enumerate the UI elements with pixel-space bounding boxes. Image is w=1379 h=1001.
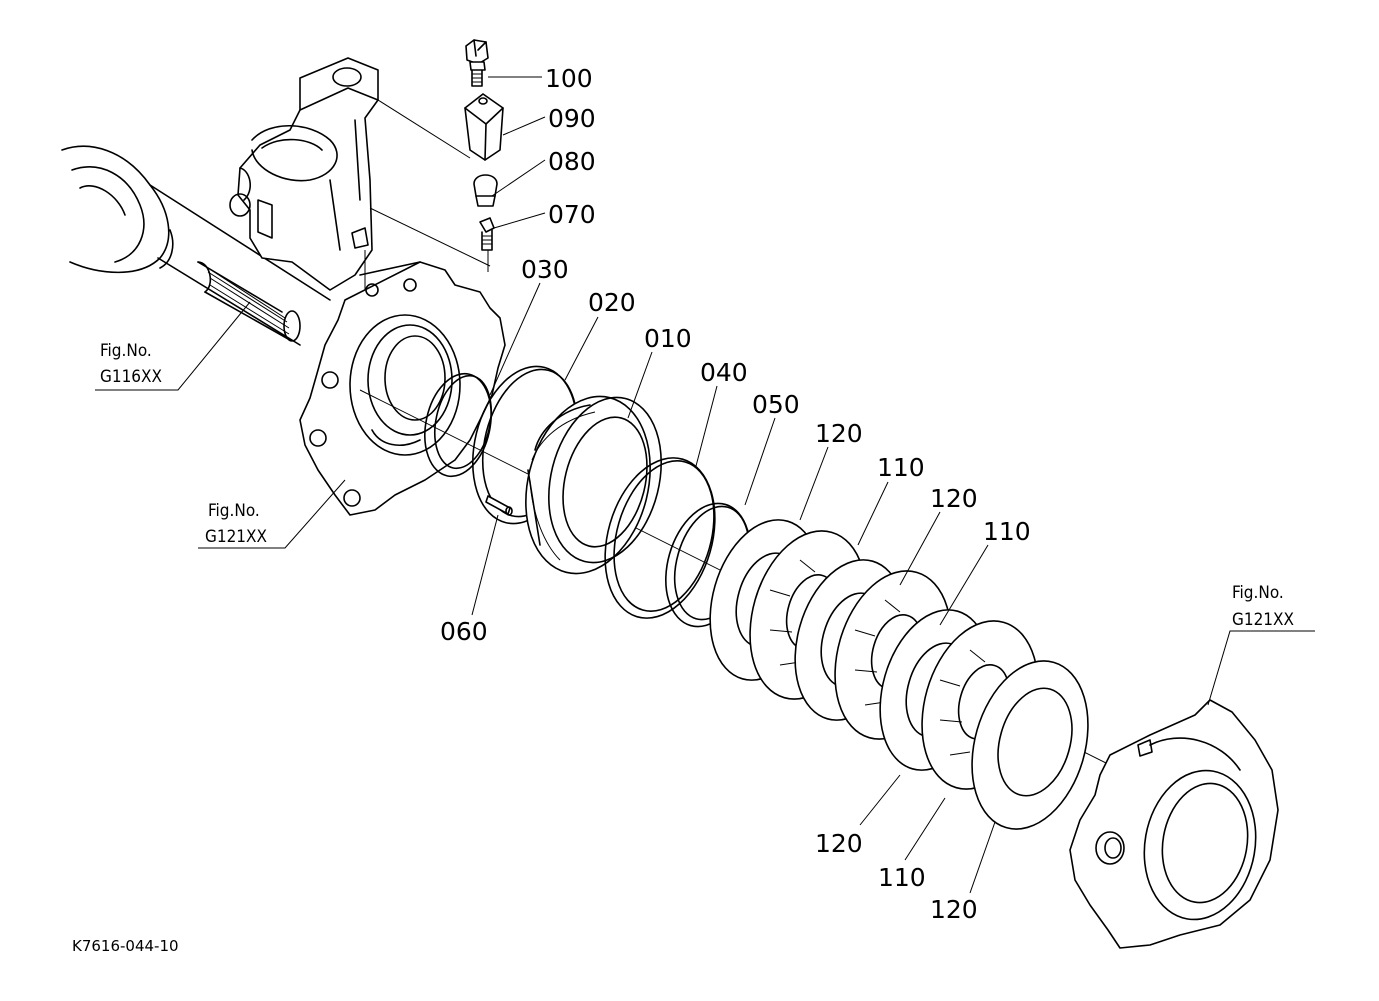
callout-030: 030 <box>521 255 569 284</box>
callout-120: 120 <box>815 419 863 448</box>
callout-040: 040 <box>700 358 748 387</box>
leader-lines <box>95 76 1315 894</box>
seal-ring-040 <box>604 457 716 619</box>
callout-050: 050 <box>752 390 800 419</box>
o-ring-030 <box>424 372 492 478</box>
callout-120: 120 <box>930 484 978 513</box>
piston-010 <box>525 395 662 575</box>
cap-090 <box>464 93 504 161</box>
pin-060 <box>485 495 513 516</box>
callout-110: 110 <box>983 517 1031 546</box>
fig-ref-left-line2: G116XX <box>100 367 162 387</box>
callout-020: 020 <box>588 288 636 317</box>
fig-ref-center-line2: G121XX <box>205 527 267 547</box>
callout-120: 120 <box>815 829 863 858</box>
callout-120: 120 <box>930 895 978 924</box>
axle-shaft <box>61 145 331 346</box>
fig-ref-center-line1: Fig.No. <box>208 501 260 521</box>
fig-ref-left-line1: Fig.No. <box>100 341 152 361</box>
bolt-100 <box>465 39 489 87</box>
callout-070: 070 <box>548 200 596 229</box>
callout-080: 080 <box>548 147 596 176</box>
callout-110: 110 <box>877 453 925 482</box>
callout-010: 010 <box>644 324 692 353</box>
bleeder-screw-070 <box>479 217 495 251</box>
brake-cover-housing <box>1069 699 1279 949</box>
plate-120-4 <box>971 660 1089 830</box>
fig-ref-right-line1: Fig.No. <box>1232 583 1284 603</box>
steering-knuckle <box>229 57 379 291</box>
callout-090: 090 <box>548 104 596 133</box>
callout-060: 060 <box>440 617 488 646</box>
callout-110: 110 <box>878 863 926 892</box>
fig-ref-right-line2: G121XX <box>1232 610 1294 630</box>
drawing-code: K7616-044-10 <box>72 937 179 955</box>
bleeder-cap-080 <box>473 174 498 207</box>
brake-housing <box>299 261 506 516</box>
callout-100: 100 <box>545 64 593 93</box>
